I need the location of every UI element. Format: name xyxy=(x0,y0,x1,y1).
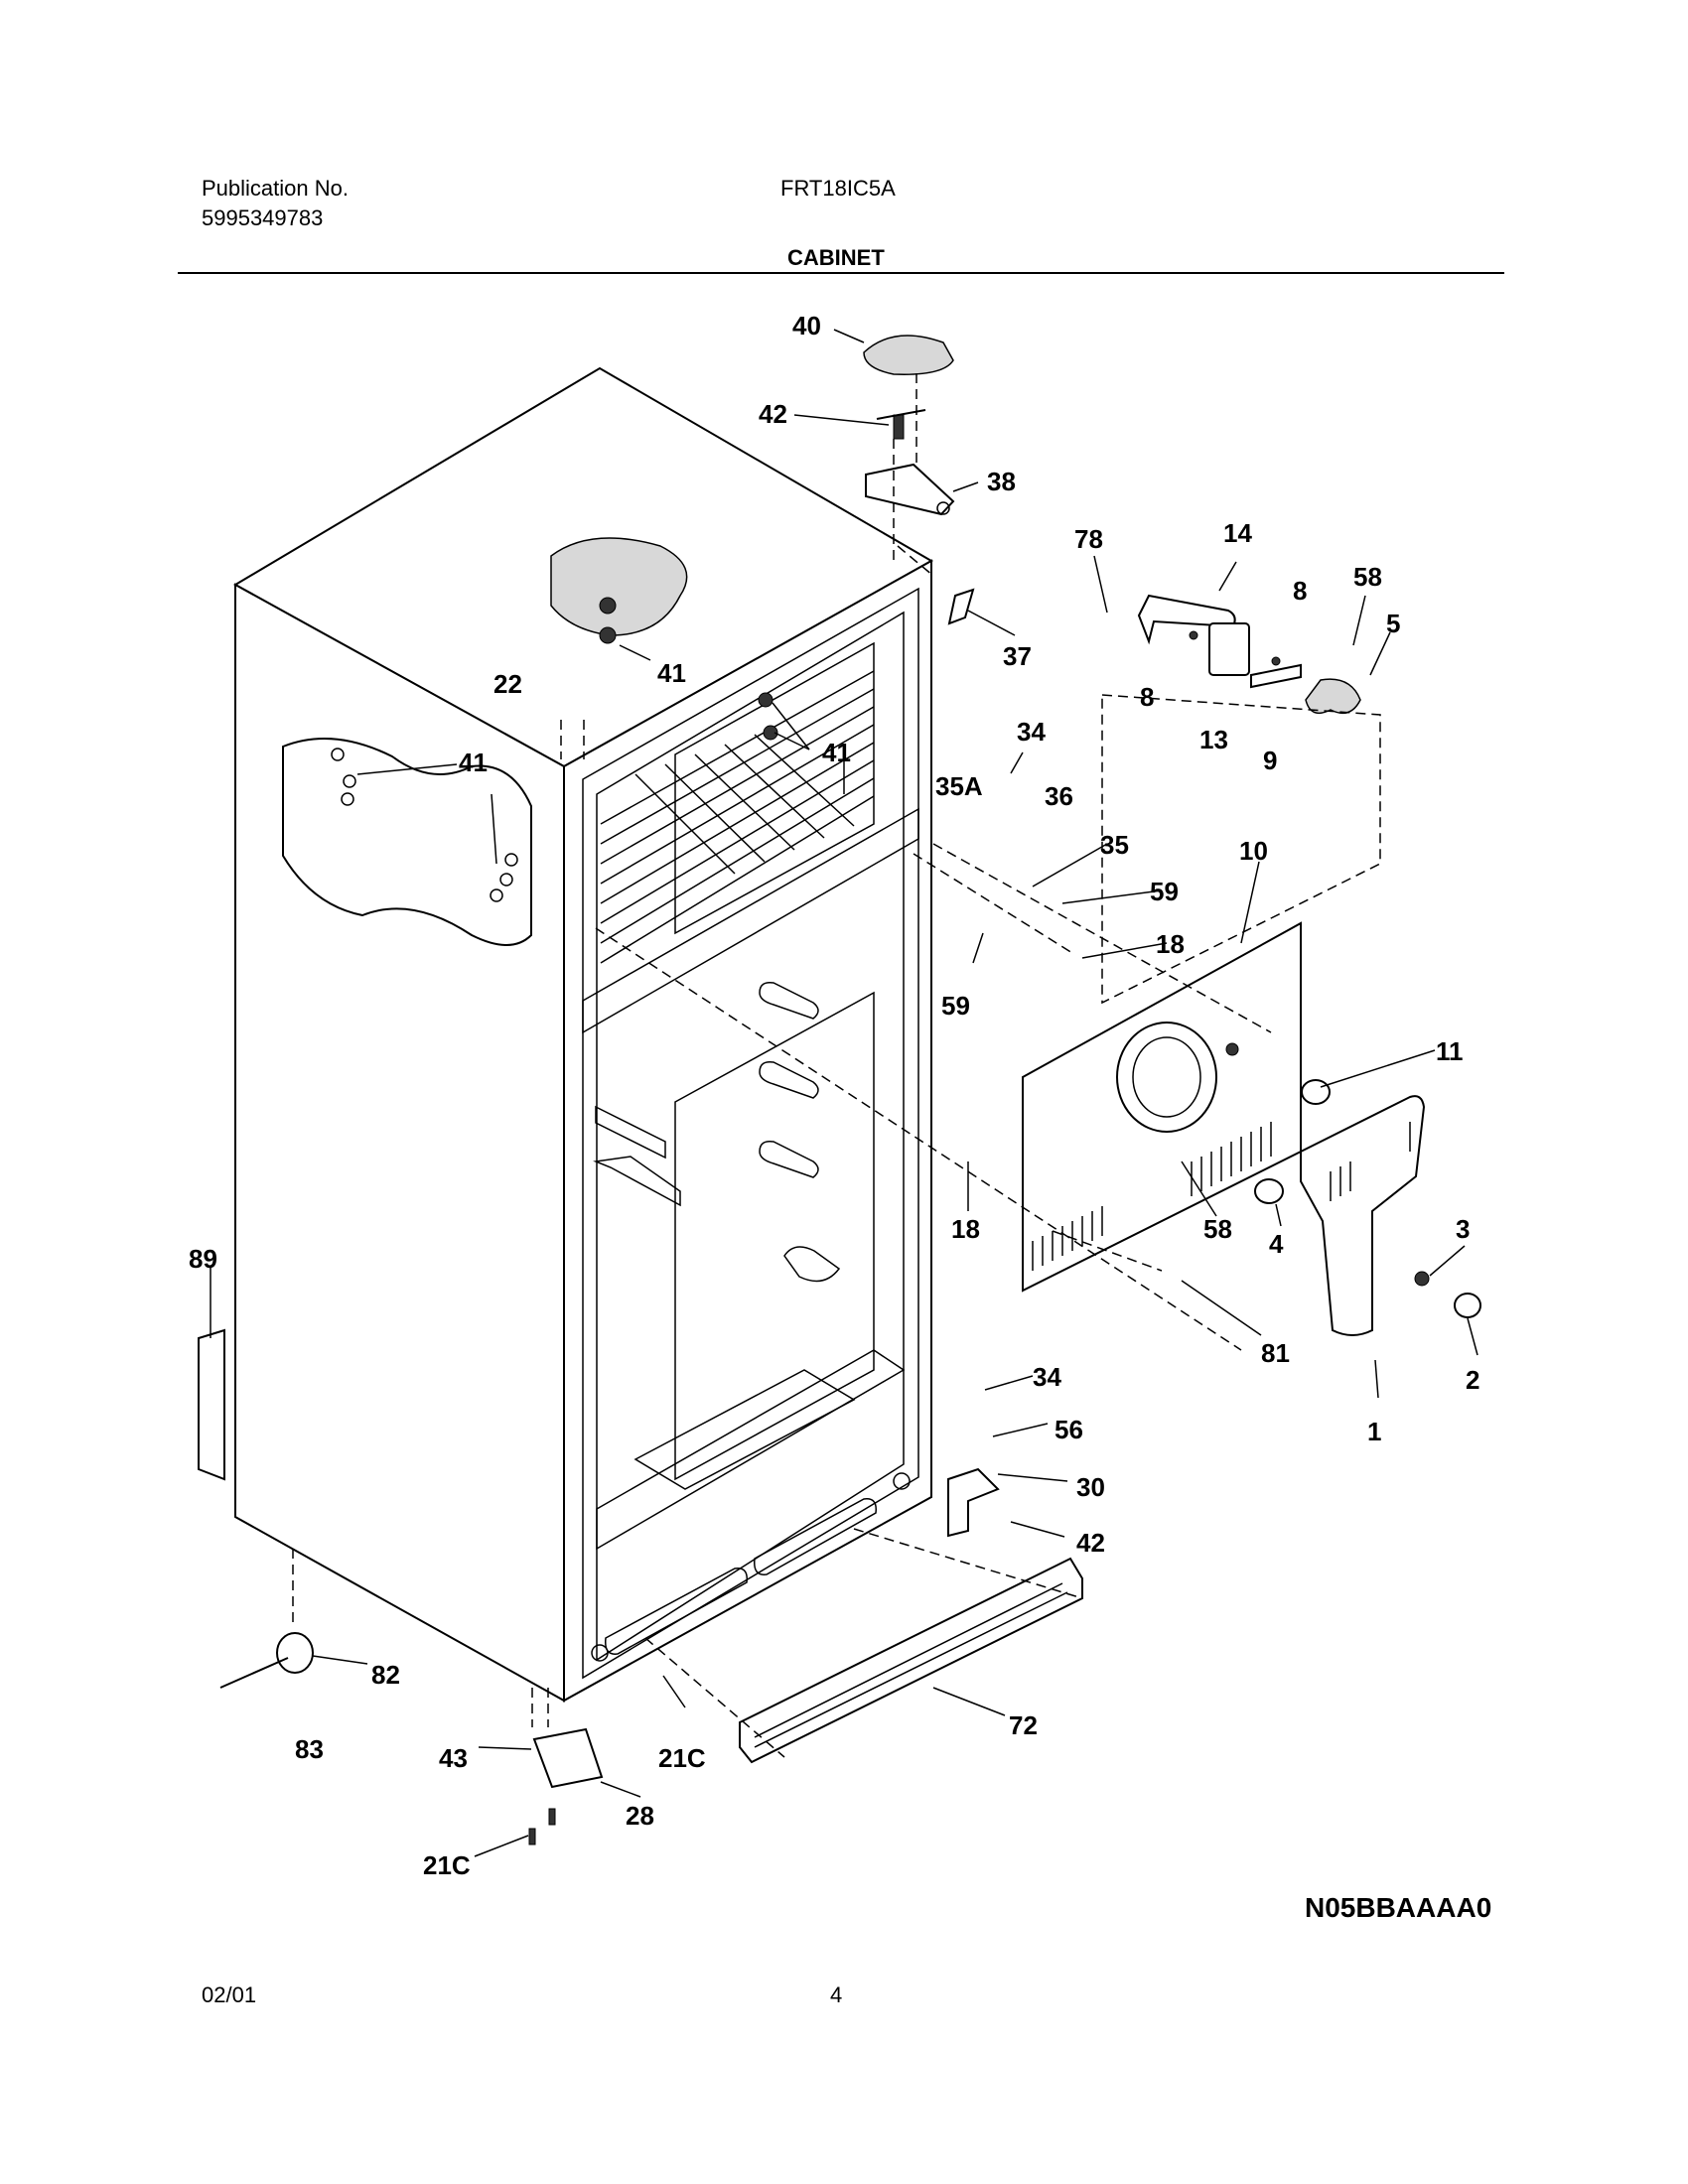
callout-34-bottom: 34 xyxy=(1033,1362,1061,1392)
publication-number: 5995349783 xyxy=(202,205,324,230)
callout-18-bottom: 18 xyxy=(951,1214,980,1244)
leader-lines xyxy=(210,329,1478,1857)
callout-4: 4 xyxy=(1269,1229,1284,1259)
callout-59-left: 59 xyxy=(941,991,970,1021)
callout-41-left: 41 xyxy=(459,748,488,777)
callout-58-top: 58 xyxy=(1353,562,1382,592)
callout-35a: 35A xyxy=(935,771,983,801)
callout-11: 11 xyxy=(1436,1036,1464,1066)
callout-9: 9 xyxy=(1263,746,1277,775)
callout-72: 72 xyxy=(1009,1710,1038,1740)
callout-labels: 40 42 38 78 14 8 58 5 37 41 22 8 13 9 41… xyxy=(189,311,1479,1880)
callout-35: 35 xyxy=(1100,830,1129,860)
callout-18-top: 18 xyxy=(1156,929,1185,959)
callout-81: 81 xyxy=(1261,1338,1290,1368)
callout-34-top: 34 xyxy=(1017,717,1046,747)
section-title: CABINET xyxy=(787,245,885,270)
callout-41-mid: 41 xyxy=(822,738,851,767)
callout-30: 30 xyxy=(1076,1472,1105,1502)
callout-38: 38 xyxy=(987,467,1016,496)
callout-5: 5 xyxy=(1386,609,1400,638)
callout-41-top: 41 xyxy=(657,658,686,688)
callout-42-top: 42 xyxy=(759,399,787,429)
callout-3: 3 xyxy=(1456,1214,1470,1244)
callout-37: 37 xyxy=(1003,641,1032,671)
callout-43: 43 xyxy=(439,1743,468,1773)
title-rule xyxy=(178,272,1504,274)
callout-21c-left: 21C xyxy=(423,1850,471,1880)
cabinet-body xyxy=(198,366,934,1703)
control-housing xyxy=(1254,1079,1481,1336)
footer-date: 02/01 xyxy=(202,1982,257,2007)
model-number: FRT18IC5A xyxy=(780,176,896,201)
page-number: 4 xyxy=(830,1982,843,2007)
callout-28: 28 xyxy=(626,1801,654,1831)
top-hinge-assembly xyxy=(863,335,975,625)
callout-89: 89 xyxy=(189,1244,217,1274)
callout-59-right: 59 xyxy=(1150,877,1179,906)
callout-8-left: 8 xyxy=(1140,682,1154,712)
callout-21c-right: 21C xyxy=(658,1743,706,1773)
callout-36: 36 xyxy=(1045,781,1073,811)
callout-42-bottom: 42 xyxy=(1076,1528,1105,1558)
publication-label: Publication No. xyxy=(202,176,349,201)
assembly-lines xyxy=(560,720,1272,1758)
diagram-code: N05BBAAAA0 xyxy=(1305,1892,1492,1923)
callout-56: 56 xyxy=(1055,1415,1083,1444)
callout-14: 14 xyxy=(1223,518,1252,548)
callout-13: 13 xyxy=(1199,725,1228,754)
callout-40: 40 xyxy=(792,311,821,341)
fan-motor-assembly xyxy=(1101,594,1381,1005)
callout-82: 82 xyxy=(371,1660,400,1690)
callout-83: 83 xyxy=(295,1734,324,1764)
callout-58-bottom: 58 xyxy=(1203,1214,1232,1244)
lower-hinge-and-grille xyxy=(219,1467,1083,1845)
callout-22: 22 xyxy=(493,669,522,699)
callout-1: 1 xyxy=(1367,1417,1381,1446)
callout-78: 78 xyxy=(1074,524,1103,554)
callout-8-top: 8 xyxy=(1293,576,1307,606)
callout-10: 10 xyxy=(1239,836,1268,866)
callout-2: 2 xyxy=(1466,1365,1479,1395)
